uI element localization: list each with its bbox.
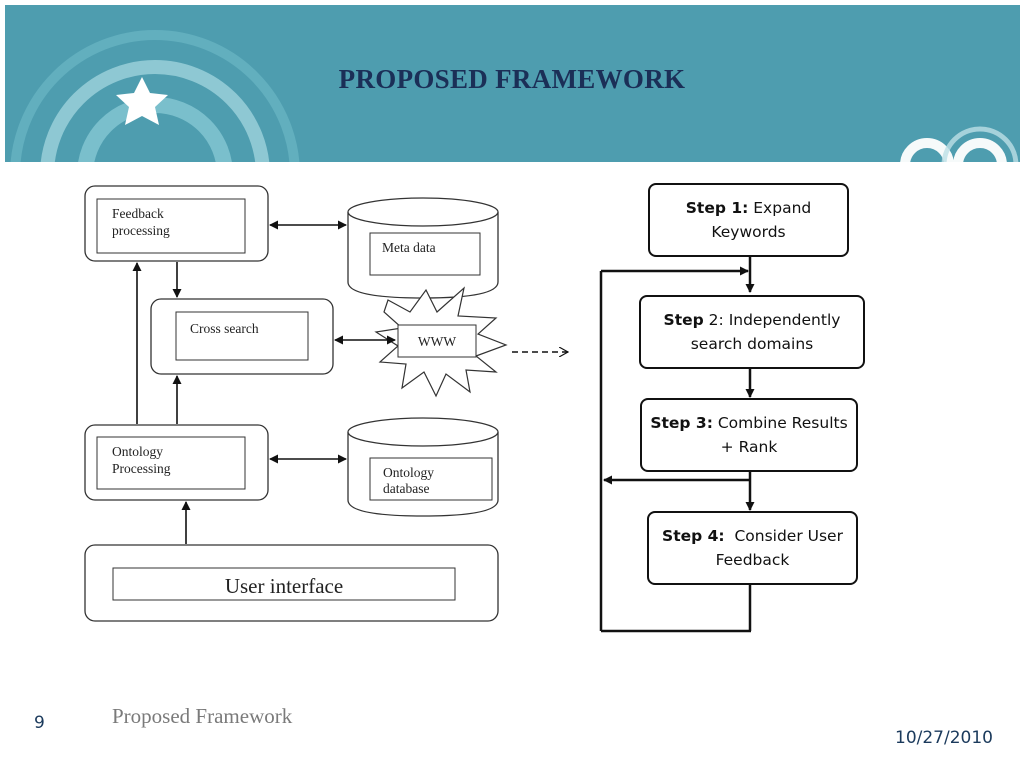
ontology-db-line1: Ontology [383, 465, 434, 480]
step-1-label: Step 1: [685, 199, 749, 217]
step-4-text: Consider User Feedback [715, 527, 843, 569]
step-2-label-rest: 2: [708, 311, 724, 329]
step-1-box: Step 1: Expand Keywords [648, 183, 849, 257]
footer-date: 10/27/2010 [895, 728, 993, 748]
user-interface-box: User interface [84, 544, 499, 622]
slide-title: PROPOSED FRAMEWORK [338, 64, 686, 94]
step-4-label: Step 4: [662, 527, 725, 545]
ontology-processing-line1: Ontology [112, 444, 163, 459]
ontology-db-line2: database [383, 481, 429, 496]
svg-text:Feedback processing: Feedback processing [112, 206, 170, 238]
header-banner [5, 5, 1020, 162]
step-2-label: Step [663, 311, 704, 329]
cross-search-box: Cross search [150, 298, 334, 375]
feedback-label-line2: processing [112, 223, 170, 238]
step-4-box: Step 4: Consider User Feedback [647, 511, 858, 585]
star-icon [116, 77, 168, 125]
meta-data-cylinder: Meta data [347, 197, 499, 299]
step-1-text: Expand Keywords [711, 199, 812, 241]
step-2-box: Step 2: Independently search domains [639, 295, 865, 369]
step-3-text: Combine Results + Rank [717, 414, 848, 456]
www-burst: WWW [374, 286, 508, 398]
slide-number: 9 [34, 713, 45, 733]
meta-data-label: Meta data [382, 240, 436, 255]
svg-text:Ontology database: Ontology database [383, 465, 437, 496]
feedback-label-line1: Feedback [112, 206, 164, 221]
step-3-box: Step 3: Combine Results + Rank [640, 398, 858, 472]
step-3-label: Step 3: [650, 414, 713, 432]
banner-decoration [5, 5, 1020, 162]
svg-text:Ontology Processing: Ontology Processing [112, 444, 171, 476]
cross-search-label: Cross search [190, 321, 259, 336]
www-label: WWW [418, 334, 456, 349]
ontology-processing-box: Ontology Processing [84, 424, 269, 501]
step-2-text: Independently search domains [690, 311, 841, 353]
footer-title: Proposed Framework [112, 704, 293, 728]
user-interface-label: User interface [225, 574, 343, 598]
ontology-database-cylinder: Ontology database [347, 417, 499, 517]
feedback-processing-box: Feedback processing [84, 185, 269, 262]
ontology-processing-line2: Processing [112, 461, 171, 476]
